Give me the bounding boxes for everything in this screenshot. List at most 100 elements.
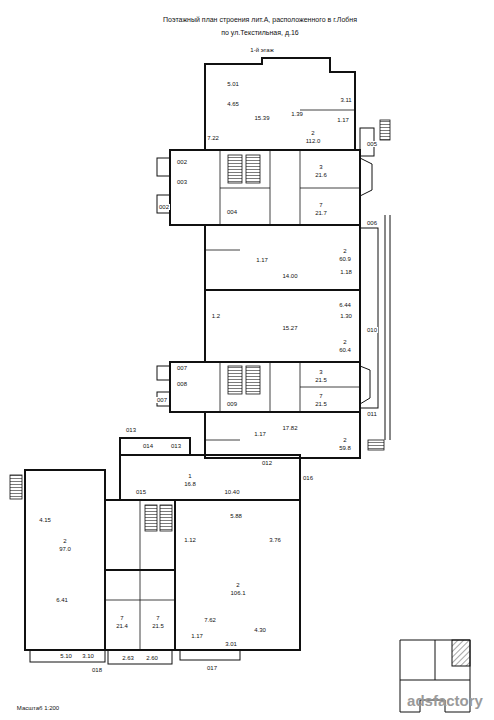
dimension-label: 003 <box>176 179 188 185</box>
dimension-label: 002 <box>158 204 170 210</box>
dimension-label: 6.41 <box>55 597 69 603</box>
dimension-label: 2 <box>342 437 347 443</box>
dimension-label: 7 <box>155 615 160 621</box>
dimension-label: 60.4 <box>338 347 352 353</box>
flat-wall <box>105 570 175 650</box>
dimension-label: 1.17 <box>253 431 267 437</box>
dimension-label: 1.17 <box>255 257 269 263</box>
partition <box>105 600 175 601</box>
partition <box>270 362 271 412</box>
dimension-label: 2 <box>342 248 347 254</box>
core-wall <box>170 362 360 412</box>
dimension-label: 006 <box>366 220 378 226</box>
dimension-label: 1.17 <box>190 633 204 639</box>
outer-walls <box>25 58 360 650</box>
dimension-label: 17.82 <box>281 425 298 431</box>
balcony <box>30 650 105 662</box>
rail <box>390 215 391 440</box>
bay <box>157 366 170 380</box>
dimension-label: 60.9 <box>338 256 352 262</box>
dimension-label: 4.30 <box>253 627 267 633</box>
dimension-label: 007 <box>156 397 168 403</box>
dimension-label: 012 <box>261 460 273 466</box>
dimension-label: 4.15 <box>38 517 52 523</box>
bay <box>360 158 372 196</box>
stair <box>160 505 172 531</box>
partition <box>220 362 221 412</box>
dimension-label: 5.01 <box>226 81 240 87</box>
rail <box>385 215 386 440</box>
dimension-label: 2.60 <box>145 655 159 661</box>
dimension-label: 59.8 <box>338 445 352 451</box>
dimension-label: 3 <box>318 369 323 375</box>
stair <box>246 366 260 394</box>
room-wall <box>25 470 105 650</box>
unit-wall <box>205 412 360 458</box>
dimension-label: 004 <box>226 209 238 215</box>
dimension-label: 1 <box>187 473 192 479</box>
dimension-label: Масштаб 1:200 <box>16 705 60 711</box>
dimension-label: 3.01 <box>224 641 238 647</box>
dimension-label: 4.65 <box>226 101 240 107</box>
unit-wall <box>205 290 360 362</box>
bay <box>157 195 170 213</box>
top-block-wall <box>205 58 355 150</box>
dimension-label: 1.12 <box>183 537 197 543</box>
dimension-label: 1.17 <box>336 117 350 123</box>
dimension-label: 013 <box>170 443 182 449</box>
dimension-label: 009 <box>226 401 238 407</box>
strip-wall <box>120 455 300 500</box>
dimension-label: 7 <box>318 202 323 208</box>
dimension-label: 2.63 <box>121 655 135 661</box>
dimension-label: 10.40 <box>223 489 240 495</box>
partition <box>140 570 141 650</box>
dimension-label: 7.62 <box>203 617 217 623</box>
dimension-label: 005 <box>366 141 378 147</box>
dimension-label: 3.11 <box>339 97 352 103</box>
partition <box>300 110 355 111</box>
partition <box>205 250 240 251</box>
dimension-label: 2 <box>310 130 315 136</box>
unit-wall <box>205 225 360 290</box>
stair <box>145 505 157 531</box>
dimension-label: 112.0 <box>305 138 322 144</box>
dimension-label: 1.30 <box>339 313 353 319</box>
dimension-label: 5.88 <box>229 513 243 519</box>
dimension-label: 016 <box>302 475 314 481</box>
dimension-label: 010 <box>366 327 378 333</box>
stair <box>246 155 260 183</box>
key-line <box>435 640 436 680</box>
watermark: adsfactory <box>406 693 484 708</box>
stairs <box>10 120 390 531</box>
bay <box>360 366 370 404</box>
dimension-label: 013 <box>125 427 137 433</box>
dimension-label: 7 <box>318 393 323 399</box>
dimension-label: 7.22 <box>206 135 220 141</box>
partition <box>205 440 240 441</box>
dimension-label: 7 <box>119 615 124 621</box>
dimension-label: 015 <box>135 489 147 495</box>
stair <box>380 120 390 140</box>
dimension-label: 2 <box>62 538 67 544</box>
partition <box>140 500 141 570</box>
partition <box>220 150 221 225</box>
dimension-label: 106.1 <box>229 590 246 596</box>
dimension-label: 21.7 <box>314 210 328 216</box>
dimension-label: 008 <box>176 381 188 387</box>
dimension-label: 017 <box>206 665 218 671</box>
dimension-label: 1.18 <box>339 269 353 275</box>
core-wall <box>105 500 175 570</box>
room-wall <box>175 500 300 650</box>
partition <box>220 188 270 189</box>
dimension-label: 011 <box>366 411 378 417</box>
partition <box>300 188 360 189</box>
partition <box>300 150 301 225</box>
stair <box>228 155 242 183</box>
dimension-label: 15.39 <box>253 115 270 121</box>
dimension-label: 14.00 <box>281 273 298 279</box>
dimension-label: 2 <box>342 339 347 345</box>
dimension-label: 1.39 <box>290 111 304 117</box>
dimension-label: 21.5 <box>314 401 328 407</box>
dimension-label: 014 <box>142 443 154 449</box>
balcony <box>180 650 240 660</box>
